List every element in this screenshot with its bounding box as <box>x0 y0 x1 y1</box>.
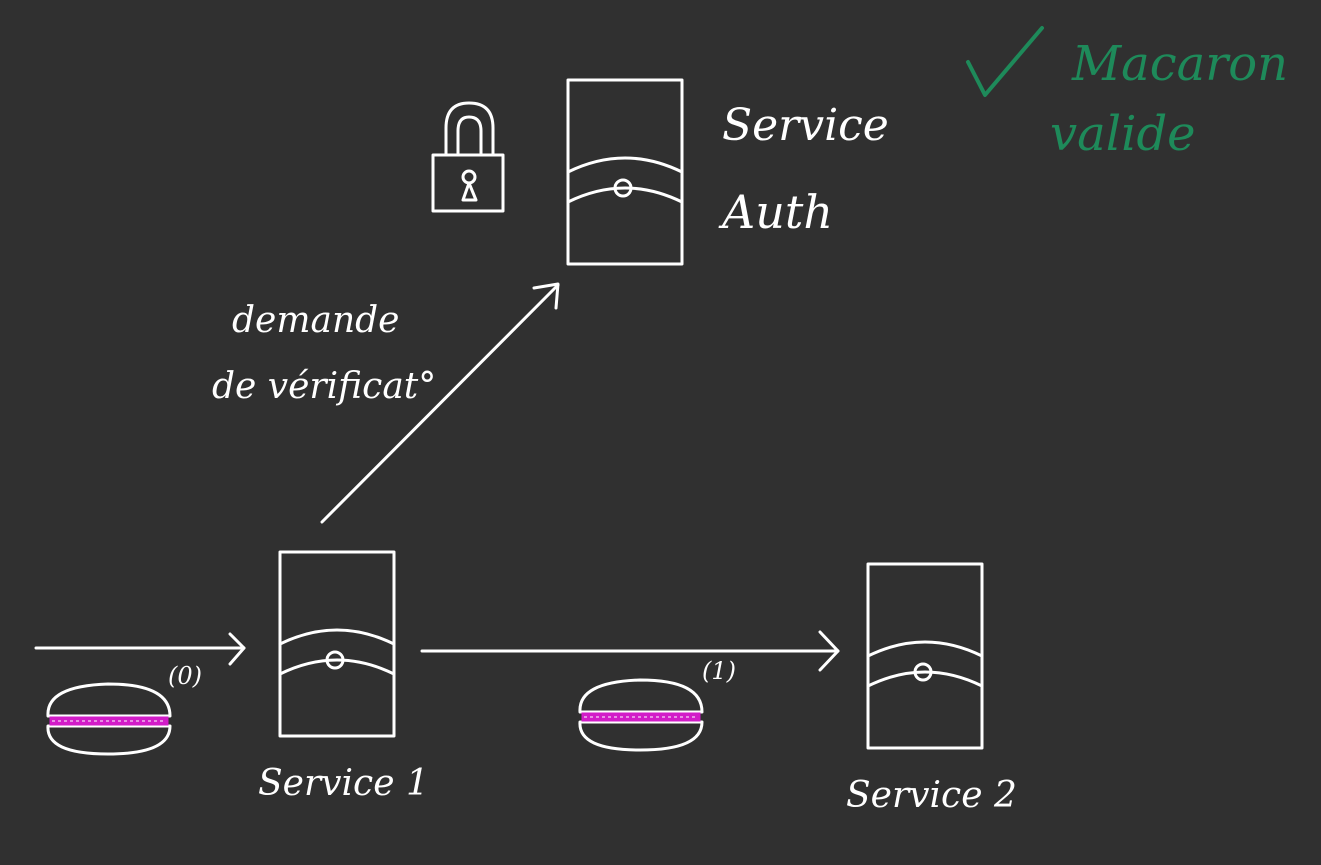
edge-label-verif-line1: demande <box>232 300 399 341</box>
arrow-s1-to-s2 <box>420 630 840 672</box>
service1-label: Service 1 <box>258 763 429 804</box>
auth-server-icon <box>566 78 684 266</box>
lock-icon <box>431 101 505 213</box>
edge-label-0: (0) <box>168 662 202 690</box>
edge-label-verif-line2: de vérificat° <box>212 366 436 407</box>
service1-server-icon <box>278 550 396 738</box>
edge-label-1: (1) <box>702 657 736 685</box>
annotation-line2: valide <box>1050 106 1196 162</box>
macaron-icon <box>46 682 172 756</box>
service2-server-icon <box>866 562 984 750</box>
checkmark-icon <box>966 26 1044 97</box>
auth-label-line2: Auth <box>718 185 833 239</box>
arrow-s1-to-auth <box>320 282 560 524</box>
auth-label-line1: Service <box>722 100 889 151</box>
annotation-line1: Macaron <box>1071 36 1288 92</box>
macaron-icon <box>578 678 704 752</box>
arrow-incoming <box>34 632 246 666</box>
service2-label: Service 2 <box>846 775 1017 816</box>
